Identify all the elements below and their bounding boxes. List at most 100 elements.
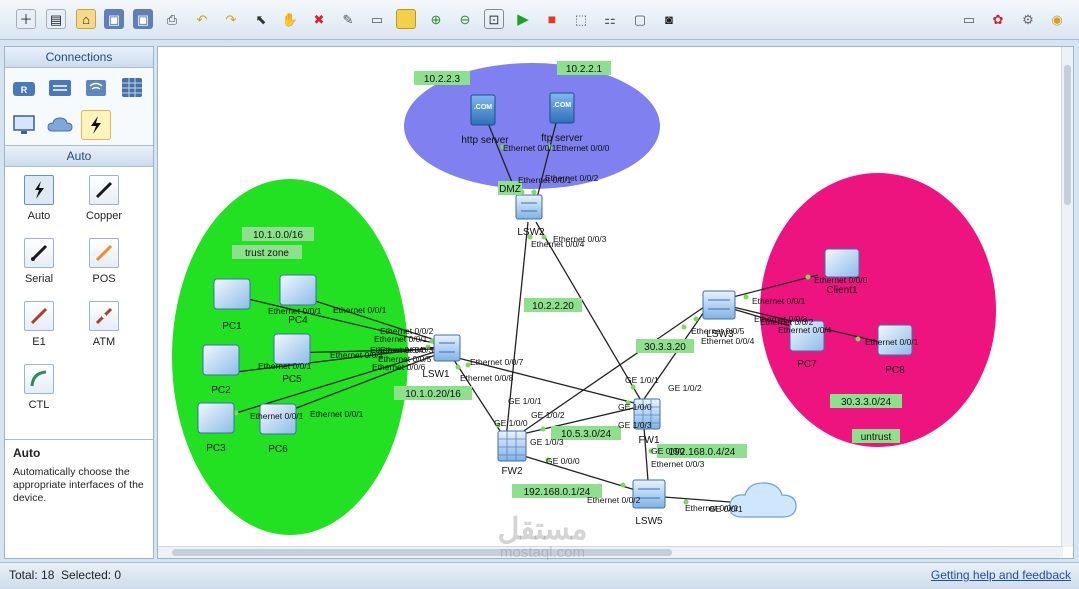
svg-text:Ethernet 0/0/5: Ethernet 0/0/5 — [378, 354, 432, 364]
grid-icon[interactable]: ▢ — [633, 11, 647, 27]
pan-icon[interactable]: ✋ — [281, 11, 299, 27]
lsw3-switch[interactable]: LSW3 — [702, 290, 736, 340]
device-panel: Connections R Auto Auto Copper — [4, 46, 154, 559]
svg-text:.COM: .COM — [474, 104, 492, 111]
link-ftp-lsw2 — [535, 122, 557, 203]
screenshot-icon[interactable]: ◙ — [665, 11, 673, 27]
svg-text:GE 1/0/1: GE 1/0/1 — [625, 375, 659, 385]
start-icon[interactable]: ▶ — [517, 10, 529, 28]
svg-text:Ethernet 0/0/1: Ethernet 0/0/1 — [250, 411, 304, 421]
pc6[interactable]: PC6 — [259, 403, 297, 455]
http-server[interactable]: .COM http server — [461, 94, 509, 146]
new-example-icon[interactable]: ▤ — [46, 9, 66, 29]
client1[interactable]: Client1 — [824, 248, 860, 296]
cable-pos[interactable]: POS — [82, 238, 126, 285]
topology-icon[interactable]: ⚏ — [604, 11, 616, 27]
svg-text:Ethernet 0/0/1: Ethernet 0/0/1 — [374, 334, 428, 344]
lsw1-label: LSW1 — [422, 369, 450, 380]
wireless-icon[interactable] — [81, 72, 111, 102]
delete-icon[interactable]: ✖ — [313, 11, 325, 27]
vertical-scrollbar[interactable] — [1061, 47, 1073, 547]
pc2[interactable]: PC2 — [202, 344, 240, 396]
open-icon[interactable]: ⌂ — [76, 9, 96, 29]
connection-icon[interactable] — [81, 110, 111, 140]
settings-icon[interactable]: ⚙ — [1022, 11, 1034, 27]
router-icon[interactable]: R — [9, 72, 39, 102]
ftp-server[interactable]: .COM ftp server — [541, 92, 584, 144]
fw2-firewall[interactable]: FW2 — [497, 430, 527, 477]
rectangle-icon[interactable] — [396, 9, 416, 29]
svg-text:Ethernet 0/0/4: Ethernet 0/0/4 — [370, 345, 424, 355]
delete-connection-icon[interactable]: ✎ — [342, 11, 354, 27]
undo-icon[interactable]: ↶ — [196, 11, 208, 27]
link-pc4-lsw1 — [302, 296, 439, 342]
pc5[interactable]: PC5 — [273, 333, 311, 385]
dmz-zone[interactable] — [404, 63, 660, 189]
svg-text:Ethernet 0/0/3: Ethernet 0/0/3 — [651, 459, 705, 469]
internet-cloud[interactable] — [729, 482, 797, 518]
zoom-in-icon[interactable]: ⊕ — [430, 11, 442, 27]
pc7[interactable]: PC7 — [789, 320, 825, 370]
pc4[interactable]: PC4 — [279, 274, 317, 326]
atm-cable-icon — [95, 307, 113, 325]
topology-canvas[interactable]: .COM http server .COM ftp server LSW2 LS… — [157, 46, 1074, 559]
svg-text:Ethernet 0/0/1: Ethernet 0/0/1 — [258, 361, 312, 371]
link-fw2-lsw3 — [517, 306, 705, 436]
pc1[interactable]: PC1 — [213, 278, 251, 332]
link-lsw1-fw1 — [453, 356, 643, 406]
cloud-icon[interactable] — [45, 110, 75, 140]
help-feedback-link[interactable]: Getting help and feedback — [930, 568, 1071, 582]
horizontal-scrollbar[interactable] — [158, 546, 1063, 558]
link-lsw2-fw2 — [505, 221, 529, 440]
topology-drawing[interactable]: .COM http server .COM ftp server LSW2 LS… — [158, 47, 1074, 559]
huawei-icon[interactable]: ✿ — [992, 11, 1004, 27]
cable-atm[interactable]: ATM — [82, 301, 126, 348]
select-icon[interactable]: ⬉ — [255, 11, 267, 27]
cable-copper[interactable]: Copper — [82, 175, 126, 222]
lsw1-switch[interactable]: LSW1 — [422, 334, 461, 380]
dmz-subnet-a: 10.2.2.3 — [424, 74, 461, 85]
lsw2-fw-net: 10.2.2.20 — [532, 301, 574, 312]
svg-text:Ethernet 0/0/2: Ethernet 0/0/2 — [760, 317, 814, 327]
trust-subnet: 10.1.0.0/16 — [253, 230, 303, 241]
save-icon[interactable]: ▣ — [104, 9, 124, 29]
dmz-label: DMZ — [499, 184, 521, 195]
link-lsw3-client1 — [732, 274, 819, 298]
pc5-label: PC5 — [282, 374, 302, 385]
stop-icon[interactable]: ■ — [547, 11, 557, 27]
switch-icon[interactable] — [45, 72, 75, 102]
new-topology-icon[interactable]: ＋ — [16, 9, 36, 29]
zoom-out-icon[interactable]: ⊖ — [459, 11, 471, 27]
copper-cable-icon — [95, 181, 113, 199]
auto-header[interactable]: Auto — [5, 146, 153, 167]
svg-text:GE 0/0/1: GE 0/0/1 — [709, 504, 743, 514]
pc8[interactable]: PC8 — [877, 324, 913, 376]
pos-cable-icon — [95, 244, 113, 262]
capture-icon[interactable]: ⬚ — [574, 11, 588, 27]
cable-description: Auto Automatically choose the appropriat… — [5, 439, 153, 558]
firewall-icon[interactable] — [117, 72, 147, 102]
text-icon[interactable]: ▭ — [370, 11, 384, 27]
save-as-icon[interactable]: ▣ — [133, 9, 153, 29]
cable-serial[interactable]: Serial — [17, 238, 61, 285]
print-icon[interactable]: ⎙ — [166, 11, 178, 27]
lsw2-switch[interactable]: LSW2 — [515, 194, 545, 238]
pc-icon[interactable] — [9, 110, 39, 140]
cable-e1[interactable]: E1 — [17, 301, 61, 348]
watermark-main: مستقل — [497, 513, 588, 546]
redo-icon[interactable]: ↷ — [225, 11, 237, 27]
pc3[interactable]: PC3 — [197, 402, 235, 454]
untrust-zone[interactable] — [760, 173, 996, 447]
help-icon[interactable]: ◉ — [1051, 11, 1063, 27]
status-bar: Total: 18 Selected: 0 Getting help and f… — [0, 562, 1079, 589]
cable-ctl[interactable]: CTL — [17, 364, 61, 411]
fit-icon[interactable]: ⊡ — [484, 9, 504, 29]
chat-icon[interactable]: ▭ — [962, 11, 976, 27]
fw1-firewall[interactable]: FW1 — [633, 398, 661, 446]
svg-text:GE 1/0/2: GE 1/0/2 — [531, 410, 565, 420]
http-server-label: http server — [461, 135, 509, 146]
connections-header[interactable]: Connections — [5, 47, 153, 68]
lsw5-switch[interactable]: LSW5 — [632, 479, 666, 527]
cable-auto[interactable]: Auto — [17, 175, 61, 222]
svg-text:Ethernet 0/0/1: Ethernet 0/0/1 — [503, 143, 557, 153]
